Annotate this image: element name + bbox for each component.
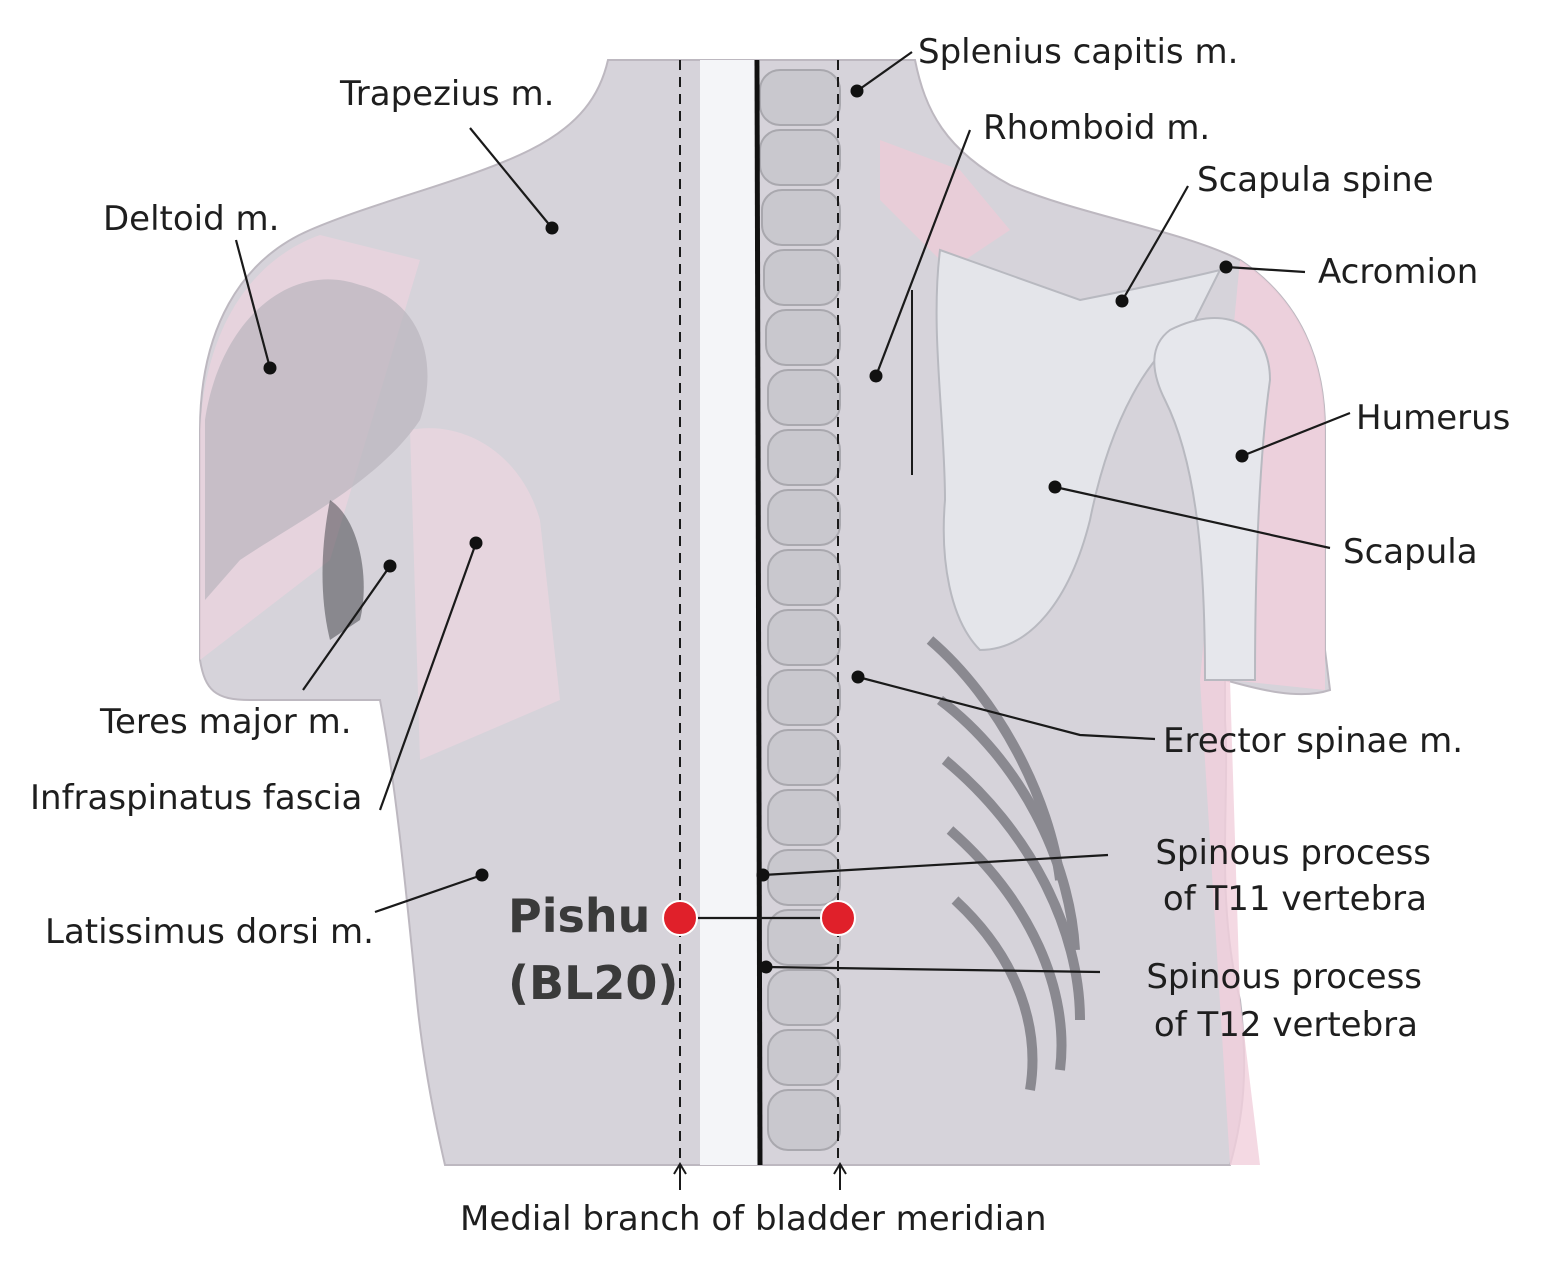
teres-shadow: [322, 500, 364, 640]
label-teres-major: Teres major m.: [100, 702, 352, 742]
leader-scapula: [1054, 485, 1331, 550]
vertebrae: [759, 69, 841, 1151]
leader-latissimus: [374, 873, 483, 914]
label-acromion: Acromion: [1318, 252, 1479, 292]
dot-rhomboid: [869, 369, 883, 383]
dot-erector: [851, 670, 865, 684]
leader-deltoid: [234, 239, 272, 369]
ribs: [926, 636, 1085, 1091]
dot-latissimus: [475, 868, 489, 882]
label-rhomboid: Rhomboid m.: [983, 108, 1211, 148]
spine-strip: [700, 60, 760, 1165]
dot-acromion: [1219, 260, 1233, 274]
leader-trapezius: [469, 127, 553, 229]
acupoint-name: Pishu: [508, 889, 651, 943]
label-splenius: Splenius capitis m.: [918, 32, 1239, 72]
pishu-point-left: [662, 900, 698, 936]
leader-rhomboid: [874, 129, 972, 377]
label-scapula: Scapula: [1343, 532, 1478, 572]
dot-splenius: [850, 84, 864, 98]
label-humerus: Humerus: [1356, 398, 1511, 438]
humerus-bone: [1153, 317, 1272, 681]
label-t11-line2: of T11 vertebra: [1162, 879, 1427, 919]
leader-t11: [762, 853, 1109, 877]
dot-infraspinatus: [469, 536, 483, 550]
meridian-arrows: [673, 1162, 847, 1190]
dot-trapezius: [545, 221, 559, 235]
dot-scapula: [1048, 480, 1062, 494]
leader-acromion: [1225, 265, 1306, 274]
leader-scapula-spine: [1121, 185, 1189, 302]
pink-lumbar: [880, 140, 1010, 270]
pishu-point-right: [820, 900, 856, 936]
dot-deltoid: [263, 361, 277, 375]
dot-t12: [759, 960, 773, 974]
dot-humerus: [1235, 449, 1249, 463]
acupoint-code: (BL20): [508, 956, 679, 1010]
leader-splenius: [856, 51, 913, 92]
pink-lat-left: [410, 428, 560, 760]
dot-t11: [756, 868, 770, 882]
leader-humerus: [1241, 411, 1351, 458]
label-meridian: Medial branch of bladder meridian: [460, 1199, 1047, 1239]
label-deltoid: Deltoid m.: [103, 199, 280, 239]
label-infraspinatus: Infraspinatus fascia: [30, 778, 363, 818]
deltoid-region: [205, 279, 428, 600]
leader-erector: [857, 675, 1156, 741]
dot-teres: [383, 559, 397, 573]
label-scapula-spine: Scapula spine: [1197, 160, 1434, 200]
label-trapezius: Trapezius m.: [340, 74, 555, 114]
scapula-bone: [935, 248, 1222, 652]
label-t12-line1: Spinous process: [1146, 957, 1422, 997]
label-t12-line2: of T12 vertebra: [1153, 1005, 1418, 1045]
label-latissimus: Latissimus dorsi m.: [45, 912, 374, 952]
spine-midline: [754, 59, 763, 1166]
leader-infraspinatus: [378, 542, 478, 811]
leader-t12: [765, 965, 1101, 974]
label-erector-spinae: Erector spinae m.: [1163, 721, 1464, 761]
leader-teres: [302, 565, 391, 691]
dot-scapula-spine: [1115, 294, 1129, 308]
label-t11-line1: Spinous process: [1155, 833, 1431, 873]
